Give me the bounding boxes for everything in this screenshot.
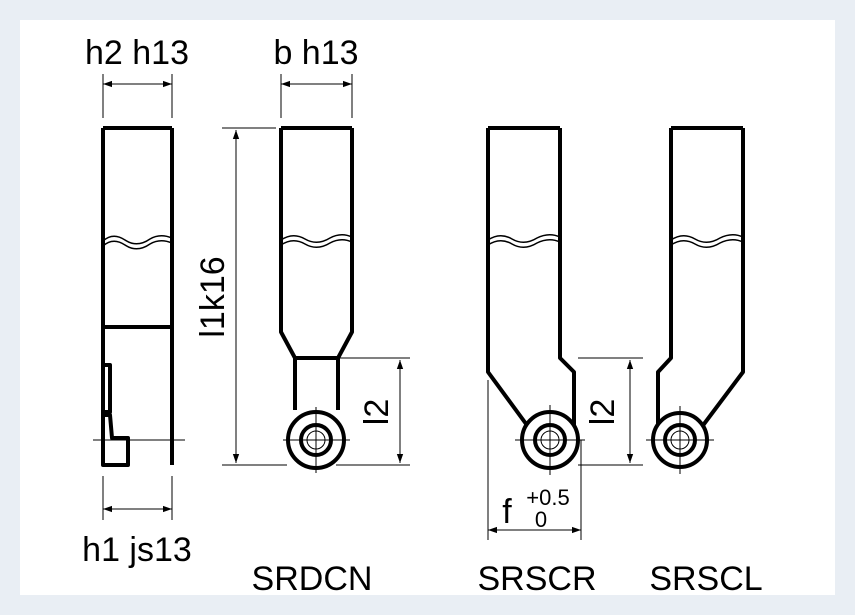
dimension-l2-right: l2: [578, 357, 643, 466]
dimension-h2: h2 h13: [85, 34, 189, 118]
label-srdcn: SRDCN: [252, 560, 373, 598]
label-f-upper: +0.5: [526, 485, 569, 510]
dimension-l2-center: l2: [336, 357, 410, 466]
dimension-b: b h13: [273, 34, 359, 118]
label-srscl: SRSCL: [649, 560, 762, 598]
label-l2-center: l2: [358, 399, 396, 425]
drawing-panel: [20, 20, 835, 595]
dimension-l1: l1k16: [194, 127, 287, 466]
dimension-f: f +0.5 0: [487, 380, 582, 540]
label-h1: h1 js13: [82, 531, 192, 569]
label-l2-right: l2: [584, 399, 622, 425]
label-srscr: SRSCR: [477, 560, 596, 598]
srscr-tool: [486, 126, 585, 475]
srdcn-tool: [279, 126, 354, 473]
dimension-h1: h1 js13: [82, 476, 192, 569]
label-f-lower: 0: [535, 507, 547, 532]
srscl-tool: [646, 126, 745, 474]
label-l1: l1k16: [194, 256, 232, 337]
label-f: f: [502, 493, 512, 531]
label-b: b h13: [273, 34, 358, 72]
label-h2: h2 h13: [85, 34, 189, 72]
side-view-tool: [93, 126, 185, 467]
